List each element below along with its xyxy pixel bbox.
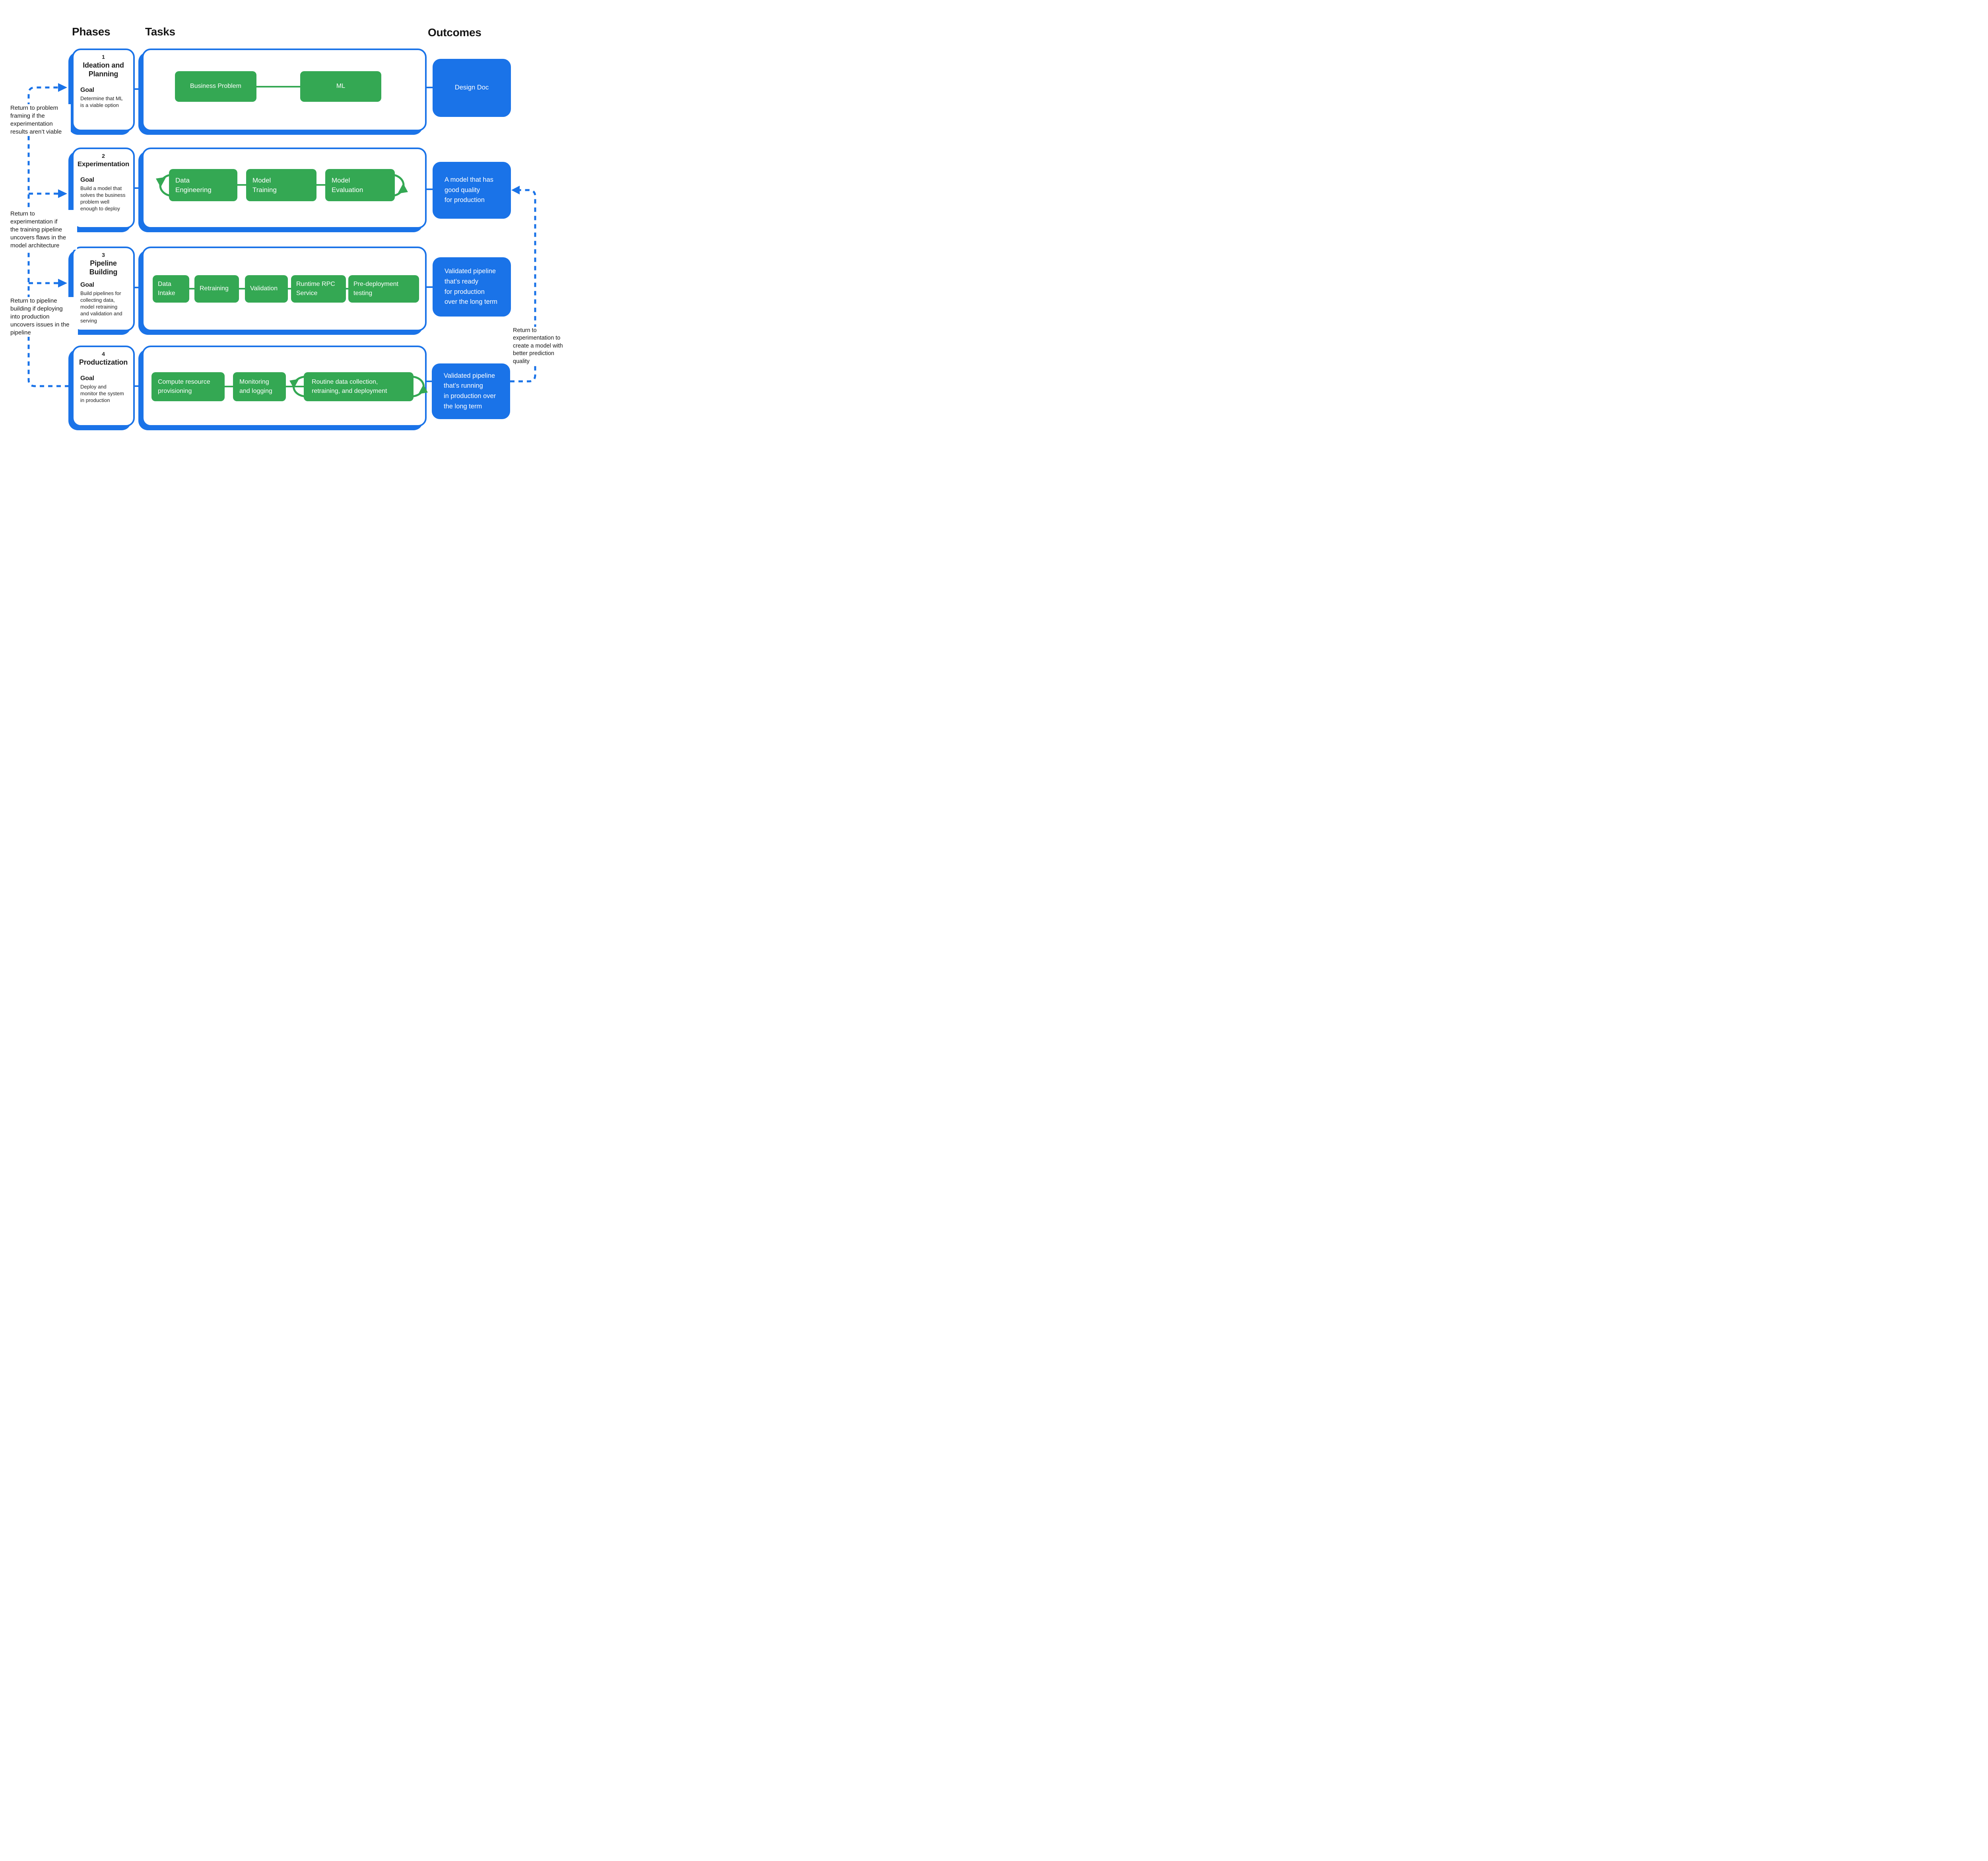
phase-card-ideation: 1 Ideation and Planning Goal Determine t…	[68, 49, 135, 135]
task-link	[315, 184, 326, 186]
task-monitoring-and-logging: Monitoring and logging	[233, 372, 286, 401]
card-face	[72, 148, 135, 229]
column-header-tasks: Tasks	[145, 25, 175, 38]
phase-row-1: 1 Ideation and Planning Goal Determine t…	[0, 49, 564, 135]
goal-text: Determine that ML is a viable option	[80, 95, 123, 109]
outcome-validated-pipeline-ready: Validated pipeline that’s ready for prod…	[433, 257, 511, 317]
task-data-engineering: Data Engineering	[169, 169, 237, 201]
connector-tasks-to-outcome-1	[424, 87, 434, 88]
goal-label: Goal	[80, 86, 94, 93]
card-face	[72, 49, 135, 131]
connector-tasks-to-outcome-4	[424, 381, 434, 382]
phase-number: 4	[102, 351, 105, 357]
outcome-design-doc: Design Doc	[433, 59, 511, 117]
connector-tasks-to-outcome-2	[424, 188, 434, 190]
task-link	[286, 288, 293, 289]
column-header-outcomes: Outcomes	[428, 26, 481, 39]
task-routine-data-collection: Routine data collection, retraining, and…	[304, 372, 414, 401]
arrowhead-to-phase-2	[58, 189, 67, 198]
arrowhead-to-phase-3	[58, 279, 67, 288]
column-header-phases: Phases	[72, 25, 111, 38]
note-return-to-problem-framing: Return to problem framing if the experim…	[10, 104, 71, 136]
goal-label: Goal	[80, 375, 94, 382]
phase-number: 3	[102, 252, 105, 258]
task-link	[188, 288, 196, 289]
goal-text: Deploy and monitor the system in product…	[80, 383, 124, 404]
task-retraining: Retraining	[194, 275, 239, 303]
task-ml: ML	[300, 71, 381, 102]
phase-card-productization: 4 Productization Goal Deploy and monitor…	[68, 346, 135, 430]
task-pre-deployment-testing: Pre-deployment testing	[348, 275, 419, 303]
ml-workflow-diagram: Phases Tasks Outcomes Return to problem …	[0, 0, 564, 465]
task-link	[285, 386, 305, 387]
task-model-training: Model Training	[246, 169, 316, 201]
task-link	[224, 386, 234, 387]
task-link	[344, 288, 350, 289]
outcome-quality-model: A model that has good quality for produc…	[433, 162, 511, 219]
card-face	[72, 247, 135, 331]
phase-card-pipeline-building: 3 Pipeline Building Goal Build pipelines…	[68, 247, 135, 335]
task-validation: Validation	[245, 275, 288, 303]
goal-text: Build a model that solves the business p…	[80, 185, 126, 212]
phase-row-2: 2 Experimentation Goal Build a model tha…	[0, 148, 564, 232]
outcome-validated-pipeline-running: Validated pipeline that’s running in pro…	[432, 363, 510, 419]
task-compute-resource-provisioning: Compute resource provisioning	[151, 372, 225, 401]
task-business-problem: Business Problem	[175, 71, 256, 102]
phase-title: Pipeline Building	[89, 259, 118, 276]
task-data-intake: Data Intake	[153, 275, 189, 303]
task-runtime-rpc-service: Runtime RPC Service	[291, 275, 346, 303]
phase-card-experimentation: 2 Experimentation Goal Build a model tha…	[68, 148, 135, 232]
phase-title: Productization	[79, 358, 128, 366]
return-path-right	[510, 189, 536, 383]
task-model-evaluation: Model Evaluation	[325, 169, 395, 201]
note-return-to-experimentation: Return to experimentation if the trainin…	[10, 210, 77, 250]
phase-row-3: 3 Pipeline Building Goal Build pipelines…	[0, 247, 564, 335]
note-return-to-experimentation-quality: Return to experimentation to create a mo…	[513, 327, 563, 366]
connector-tasks-to-outcome-3	[424, 286, 434, 288]
phase-row-4: 4 Productization Goal Deploy and monitor…	[0, 346, 564, 430]
phase-title: Ideation and Planning	[83, 61, 124, 78]
phase-number: 1	[102, 54, 105, 60]
phase-number: 2	[102, 153, 105, 159]
note-return-to-pipeline-building: Return to pipeline building if deploying…	[10, 297, 78, 337]
arrowhead-to-outcome-2	[511, 186, 520, 194]
goal-label: Goal	[80, 281, 94, 288]
phase-title: Experimentation	[77, 160, 130, 168]
task-link	[237, 288, 247, 289]
arrowhead-to-phase-1	[58, 83, 67, 92]
task-link	[256, 86, 301, 87]
card-face	[72, 346, 135, 427]
task-link	[237, 184, 247, 186]
goal-label: Goal	[80, 176, 94, 183]
goal-text: Build pipelines for collecting data, mod…	[80, 290, 122, 324]
